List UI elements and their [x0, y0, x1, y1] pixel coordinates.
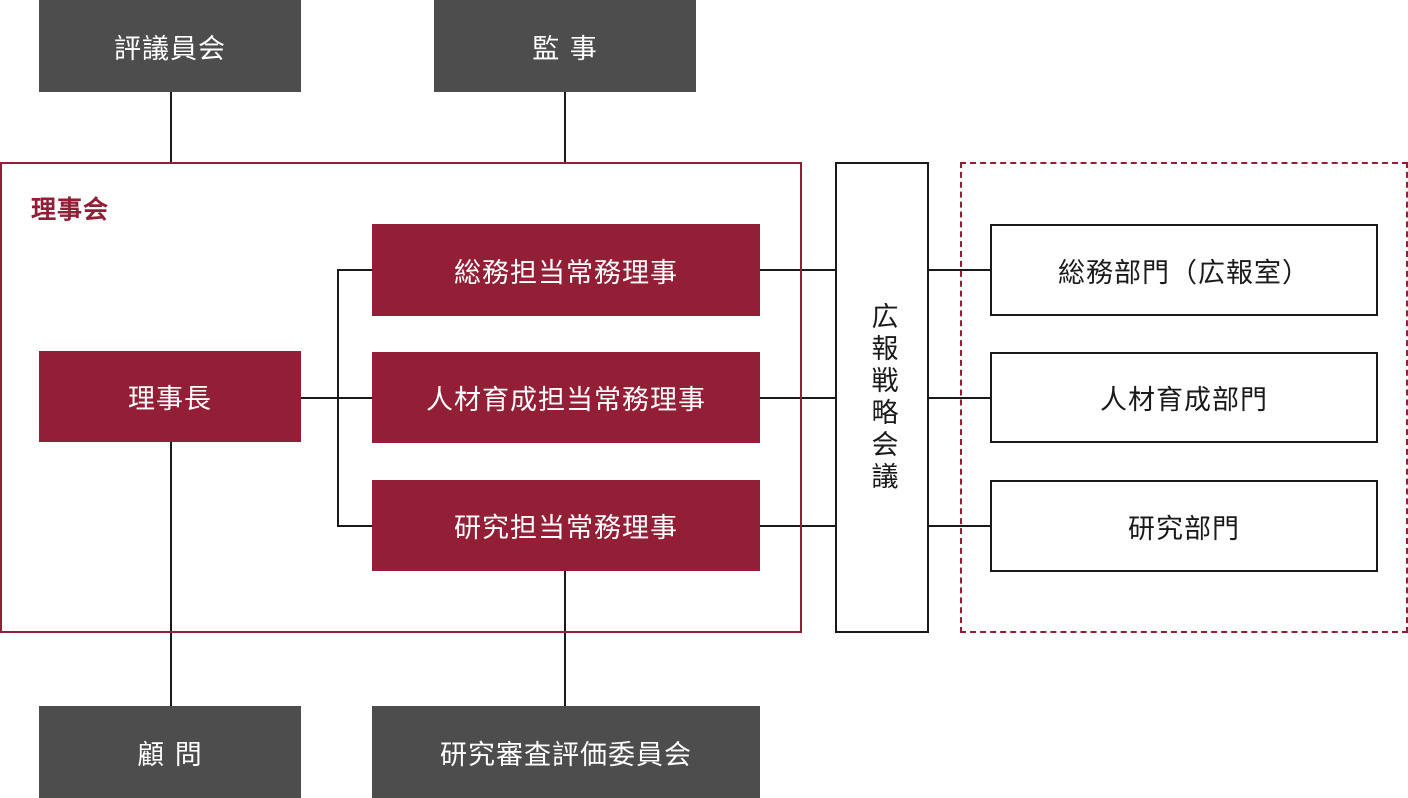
- connector-chairman-branch: [301, 397, 338, 399]
- advisor-box: 顧 問: [39, 706, 301, 798]
- connector-auditor-board: [564, 92, 566, 163]
- pr-strategy-meeting-label: 広報戦略会議: [866, 301, 898, 494]
- director-general-affairs-box: 総務担当常務理事: [372, 224, 760, 316]
- council-box: 評議員会: [39, 0, 301, 92]
- board-label: 理事会: [31, 195, 110, 224]
- auditor-box: 監 事: [434, 0, 696, 92]
- connector-director-meeting-3: [760, 525, 836, 527]
- board-frame: [0, 162, 802, 633]
- dept-research-box: 研究部門: [990, 480, 1378, 572]
- dept-general-affairs-box: 総務部門（広報室）: [990, 224, 1378, 316]
- connector-branch-director-2: [337, 397, 372, 399]
- connector-chairman-advisor: [170, 442, 172, 706]
- director-research-box: 研究担当常務理事: [372, 480, 760, 571]
- connector-research-committee: [564, 571, 566, 706]
- connector-branch-director-3: [337, 525, 372, 527]
- director-hr-development-box: 人材育成担当常務理事: [372, 352, 760, 443]
- chairman-box: 理事長: [39, 351, 301, 442]
- connector-director-meeting-1: [760, 269, 836, 271]
- connector-meeting-dept-2: [928, 397, 991, 399]
- research-review-committee-box: 研究審査評価委員会: [372, 706, 760, 798]
- dept-hr-development-box: 人材育成部門: [990, 352, 1378, 443]
- connector-branch-director-1: [337, 269, 372, 271]
- connector-meeting-dept-1: [928, 269, 991, 271]
- connector-council-board: [170, 92, 172, 163]
- connector-meeting-dept-3: [928, 525, 991, 527]
- departments-frame: [960, 162, 1408, 633]
- pr-strategy-meeting-box: 広報戦略会議: [835, 162, 929, 633]
- connector-director-meeting-2: [760, 397, 836, 399]
